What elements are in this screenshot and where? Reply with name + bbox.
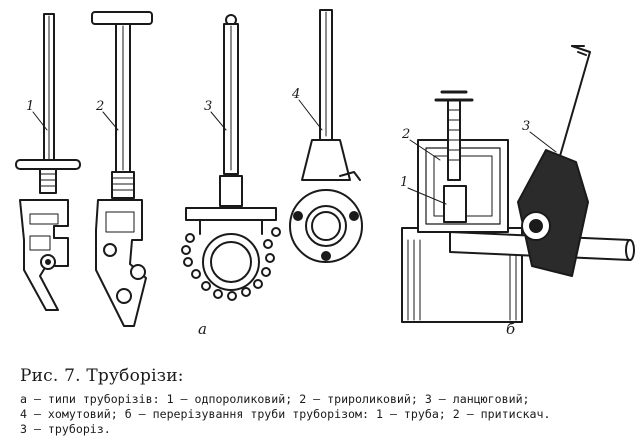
callout-vise-2: 2 bbox=[401, 127, 410, 142]
caption-title: Рис. 7. Труборізи: bbox=[20, 366, 184, 386]
callout-2: 2 bbox=[95, 99, 104, 114]
caption-line: а — типи труборізів: 1 — одпороликовий; … bbox=[20, 392, 530, 406]
chain-cutter bbox=[181, 14, 281, 301]
panel-label-b: б bbox=[506, 320, 516, 338]
callout-cutter-3: 3 bbox=[522, 119, 530, 134]
caption-line: 4 — хомутовий; б — перерізування труби т… bbox=[20, 407, 551, 421]
caption-body: а — типи труборізів: 1 — одпороликовий; … bbox=[20, 392, 632, 437]
callout-4: 4 bbox=[291, 87, 300, 102]
callout-leaders bbox=[32, 99, 557, 205]
callout-pipe-1: 1 bbox=[400, 175, 408, 190]
pipe-cutters-illustration: 1 2 3 4 2 1 3 а б bbox=[15, 9, 635, 338]
three-roller-cutter bbox=[91, 11, 153, 327]
panel-label-a: а bbox=[198, 320, 207, 338]
clamp-cutter bbox=[289, 9, 363, 263]
callout-3: 3 bbox=[204, 99, 212, 114]
single-roller-cutter bbox=[15, 13, 81, 311]
callout-1: 1 bbox=[26, 99, 34, 114]
caption-line: 3 — труборіз. bbox=[20, 422, 111, 436]
vise-with-pipe-and-cutter bbox=[401, 45, 635, 323]
